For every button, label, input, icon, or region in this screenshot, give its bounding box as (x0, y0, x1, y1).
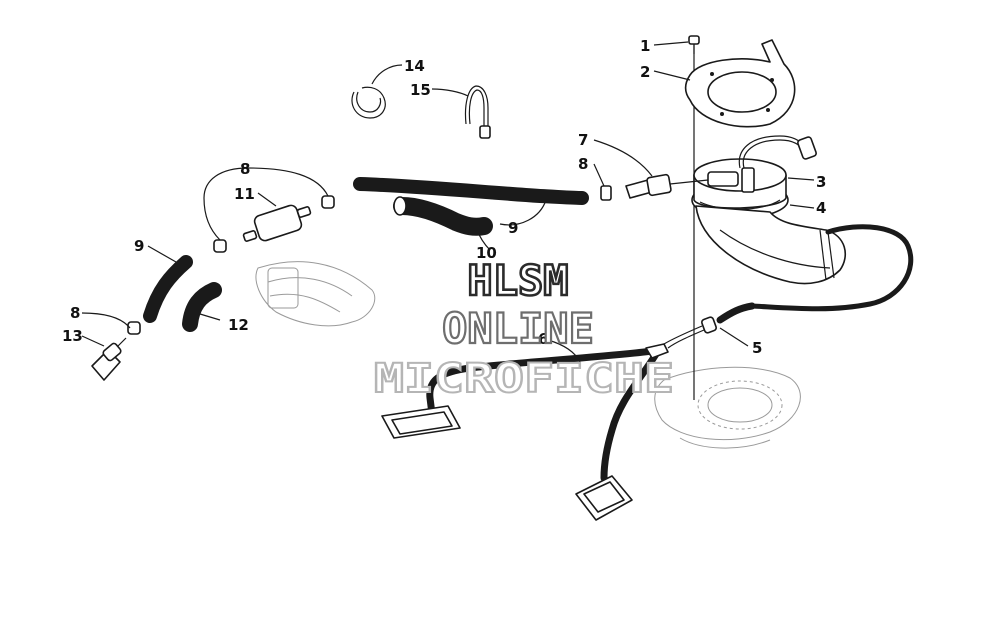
watermark-line-1: HLSM (467, 256, 568, 305)
callout-8-left: 8 (240, 160, 250, 178)
callout-10: 10 (476, 244, 497, 262)
fuel-fitting (625, 173, 709, 199)
callout-9-right: 9 (508, 219, 518, 237)
hose-clamps (127, 185, 612, 335)
watermark: HLSM ONLINE MICROFICHE (373, 255, 675, 403)
retaining-plate (684, 39, 796, 128)
callout-13: 13 (62, 327, 83, 345)
watermark-line-3: MICROFICHE (374, 356, 674, 402)
callout-14: 14 (404, 57, 425, 75)
vent-tube-assembly (381, 343, 669, 521)
callout-6: 6 (538, 330, 548, 348)
fuel-pump (691, 135, 817, 219)
callout-15: 15 (410, 81, 431, 99)
cable-tie (464, 85, 491, 139)
callout-12: 12 (228, 316, 249, 334)
return-hose (663, 302, 756, 349)
callout-8-top: 8 (578, 155, 588, 173)
pump-sock-hose (695, 205, 914, 312)
callout-labels: 1 2 3 4 5 6 7 8 8 8 9 9 10 11 12 13 14 1… (62, 37, 826, 357)
callout-1: 1 (640, 37, 650, 55)
background-tank-sketch (255, 261, 801, 449)
elbow-hose (182, 282, 222, 332)
formed-hose (393, 196, 493, 236)
callout-4: 4 (816, 199, 826, 217)
clamp-ring (351, 86, 386, 119)
quick-connector (91, 337, 127, 381)
fuel-filter (242, 204, 312, 242)
callout-3: 3 (816, 173, 826, 191)
callout-9-left: 9 (134, 237, 144, 255)
watermark-line-2: ONLINE (442, 304, 594, 353)
callout-7: 7 (578, 131, 588, 149)
callout-11: 11 (234, 185, 255, 203)
fuel-hoses (143, 177, 589, 323)
callout-5: 5 (752, 339, 762, 357)
callout-2: 2 (640, 63, 650, 81)
callout-8-bottom: 8 (70, 304, 80, 322)
leader-lines (81, 41, 815, 363)
